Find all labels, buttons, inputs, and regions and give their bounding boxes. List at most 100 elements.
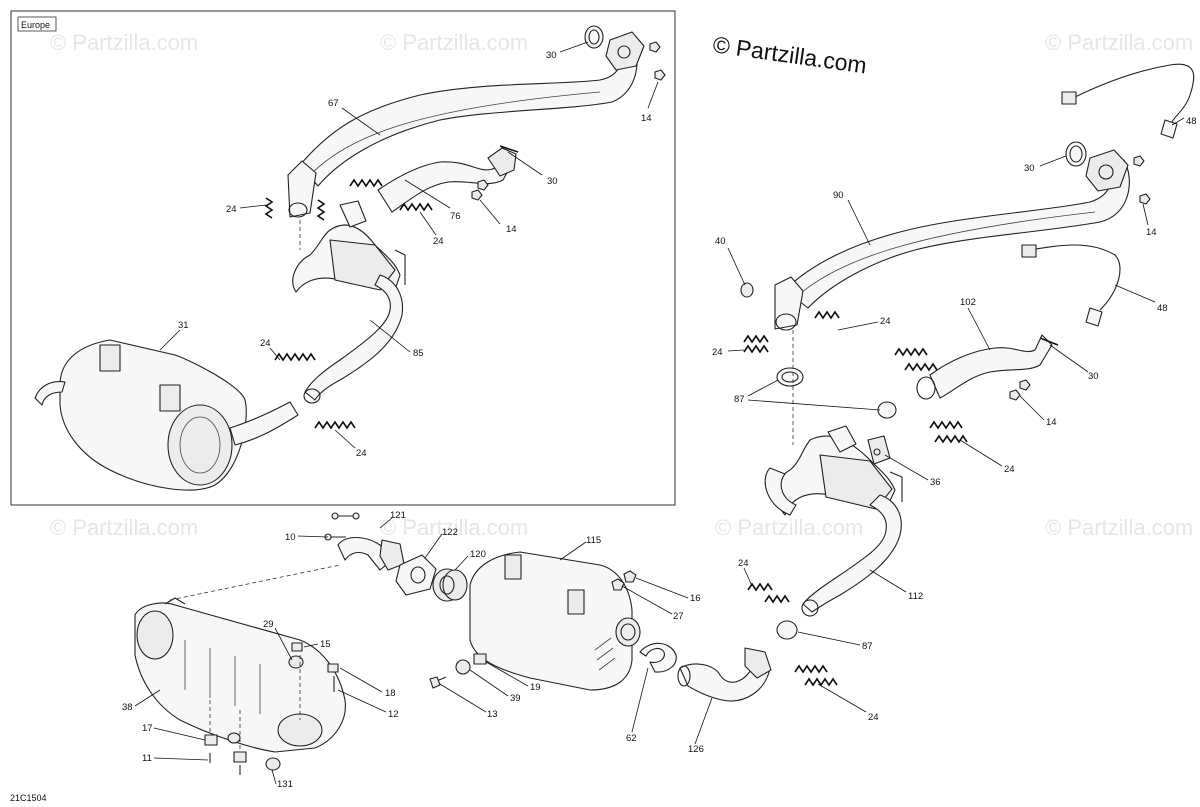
callout-number: 85 [413, 348, 424, 359]
gasket-122 [395, 554, 437, 596]
leader-line [694, 697, 713, 745]
bg-watermark: © Partzilla.com [715, 515, 863, 540]
leader-line [269, 347, 281, 361]
callout-number: 30 [546, 50, 557, 61]
callout-number: 39 [510, 693, 521, 704]
nut-18 [327, 663, 339, 673]
leader-line [379, 517, 393, 529]
callout-number: 17 [142, 723, 153, 734]
nut-14 [1139, 193, 1151, 205]
callout-number: 14 [506, 224, 517, 235]
bg-watermark: © Partzilla.com [380, 30, 528, 55]
y-pipe-loop [764, 467, 797, 516]
bg-watermark: © Partzilla.com [50, 515, 198, 540]
nut-14-inset [471, 189, 483, 201]
muffler-115-vents [594, 637, 616, 671]
header-stub-90 [774, 276, 804, 330]
callout-number: 115 [586, 535, 601, 546]
spring-24 [814, 310, 840, 320]
seal-87 [776, 367, 804, 387]
flange-hole [617, 45, 631, 59]
header-pipe-90-seam [794, 211, 1096, 299]
leader-line [559, 41, 589, 53]
leader-line [1019, 395, 1045, 421]
pipe-112 [802, 494, 902, 613]
leader-line [303, 643, 319, 648]
leader-line [635, 577, 689, 599]
callout-number: 12 [388, 709, 399, 720]
bg-watermark: © Partzilla.com [50, 30, 198, 55]
leader-line [419, 211, 437, 236]
callout-number: 112 [908, 591, 923, 602]
leader-line [507, 151, 543, 176]
leader-line [797, 631, 861, 646]
spacer-39 [455, 659, 471, 675]
bracket-36-hole [873, 448, 881, 456]
diagram-code: 21C1504 [10, 793, 47, 803]
pipe-85-bracket [394, 249, 406, 285]
europe-inset-frame [10, 10, 676, 506]
header-90-flange [1085, 149, 1129, 192]
callout-number: 24 [712, 347, 723, 358]
o2-sensor-wire-48 [1074, 63, 1195, 126]
pipe-112-bracket [889, 471, 903, 502]
y-pipe-top-branch [827, 425, 857, 453]
leader-line [743, 567, 753, 587]
spring-24 [399, 202, 433, 212]
clip-17 [204, 734, 218, 746]
springs-inset [264, 178, 433, 430]
o2-sensor-wire-48b [1029, 244, 1121, 311]
callout-number: 24 [260, 338, 271, 349]
flex-pipe-120 [442, 569, 468, 601]
callout-number: 36 [930, 477, 941, 488]
leader-line [339, 667, 383, 693]
leader-line [239, 204, 267, 209]
bolt-10-head [331, 512, 339, 520]
leader-line [274, 627, 293, 661]
spring-24 [314, 420, 356, 430]
callout-numbers: 30 14 67 30 24 76 14 24 31 24 85 24 48 3… [122, 50, 1197, 790]
seal-87-inner [781, 371, 799, 383]
spring-24 [349, 178, 383, 188]
o2-sensor-connector [1061, 91, 1077, 105]
muffler-31-inlet [229, 401, 299, 446]
callout-number: 30 [547, 176, 558, 187]
bg-watermark: © Partzilla.com [1045, 515, 1193, 540]
heat-shield-38-tab [164, 597, 186, 605]
callout-number: 121 [390, 510, 406, 521]
leader-line [153, 727, 206, 741]
assembly-line [169, 564, 341, 601]
nut-14-inset [477, 179, 489, 191]
bg-watermark: © Partzilla.com [1045, 30, 1193, 55]
header-stub-90-end [775, 313, 797, 331]
nut-14 [654, 69, 666, 81]
nut-14 [1133, 155, 1145, 167]
leader-line [631, 667, 649, 733]
spring-24 [274, 352, 316, 362]
callout-number: 87 [862, 641, 873, 652]
gasket-30 [1065, 141, 1087, 167]
muffler-115-outlet [615, 617, 641, 647]
spring-24 [764, 594, 790, 604]
o2-sensor-48b-body [1085, 307, 1103, 327]
muffler-31-endcap-ring [179, 416, 221, 474]
bolt-10-head [352, 512, 360, 520]
gasket-122-hole [410, 566, 426, 584]
leader-line [837, 321, 879, 331]
leader-line [884, 454, 929, 481]
callout-number: 27 [673, 611, 684, 622]
leader-line [817, 683, 867, 713]
pipe-126-end [677, 665, 691, 687]
leader-line [1171, 117, 1185, 126]
leader-line [869, 569, 907, 593]
leader-line [469, 669, 509, 697]
leader-line [337, 689, 387, 713]
callout-number: 18 [385, 688, 396, 699]
spring-24 [929, 420, 963, 430]
callout-number: 31 [178, 320, 189, 331]
leader-line [134, 689, 161, 707]
callout-number: 126 [688, 744, 704, 755]
callout-number: 24 [738, 558, 749, 569]
callout-number: 14 [641, 113, 652, 124]
gasket-30b [1039, 337, 1059, 346]
